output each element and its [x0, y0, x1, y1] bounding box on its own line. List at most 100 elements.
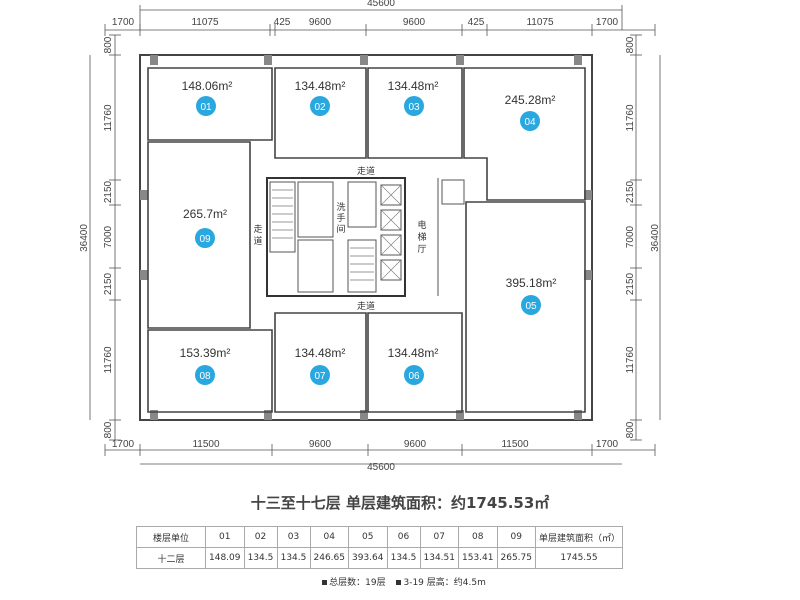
unit-badge — [520, 111, 540, 131]
unit-badge — [521, 295, 541, 315]
unit-number: 01 — [200, 102, 212, 113]
unit-area: 134.48m² — [388, 346, 439, 360]
floor-height-note: 3-19 层高：约4.5m — [403, 578, 486, 588]
table-header-cell: 03 — [276, 526, 311, 548]
dim-top-seg: 1700 — [112, 17, 135, 28]
dim-right-seg: 800 — [625, 421, 636, 438]
unit-06: 134.48m² 06 — [388, 346, 439, 385]
unit-area: 148.06m² — [182, 79, 233, 93]
corridor-label-left-1: 走 — [253, 224, 262, 235]
unit-01: 148.06m² 01 — [182, 79, 233, 116]
unit-badge — [404, 96, 424, 116]
table-cell: 246.65 — [309, 547, 349, 569]
dimension-right: 36400 800 11760 2150 7000 2150 11760 800 — [625, 34, 661, 441]
unit-badge — [195, 365, 215, 385]
unit-08: 153.39m² 08 — [180, 346, 231, 385]
unit-badge — [196, 96, 216, 116]
dimension-bottom: 1700 11500 9600 9600 11500 1700 45600 — [104, 439, 656, 470]
dim-right-seg: 800 — [625, 36, 636, 53]
unit-area: 134.48m² — [295, 346, 346, 360]
table-cell: 393.64 — [348, 547, 388, 569]
dim-top-seg: 9600 — [403, 17, 426, 28]
corridor-label-top: 走道 — [357, 165, 375, 177]
dim-left-seg: 2150 — [103, 272, 114, 295]
unit-07: 134.48m² 07 — [295, 346, 346, 385]
dimension-left: 36400 800 11760 2150 7000 2150 11760 800 — [79, 34, 121, 441]
corridor-label-left-2: 道 — [253, 235, 262, 247]
dim-top-seg: 425 — [274, 17, 291, 28]
table-cell: 134.51 — [419, 547, 459, 569]
dim-right-total: 36400 — [650, 224, 661, 252]
dim-top-total: 45600 — [367, 0, 395, 9]
unit-badge — [310, 365, 330, 385]
unit-number: 05 — [525, 301, 537, 312]
table-cell: 134.5 — [386, 547, 421, 569]
unit-number: 09 — [199, 234, 211, 245]
unit-number: 04 — [524, 117, 536, 128]
unit-number: 07 — [314, 371, 326, 382]
bullet-square-icon — [396, 580, 402, 585]
dim-top-seg: 9600 — [309, 17, 332, 28]
table-header-cell: 08 — [458, 526, 498, 548]
unit-area: 265.7m² — [183, 207, 227, 221]
washroom-label-3: 间 — [336, 223, 345, 235]
dim-left-seg: 7000 — [103, 225, 114, 248]
table-cell: 265.75 — [496, 547, 536, 569]
elevator-hall-label-3: 厅 — [417, 244, 426, 255]
dimension-top: 45600 1700 11075 425 9600 9600 425 11075… — [104, 0, 656, 36]
dim-left-seg: 800 — [103, 421, 114, 438]
dim-top-seg: 1700 — [596, 17, 619, 28]
unit-area: 153.39m² — [180, 346, 231, 360]
table-header-cell: 02 — [243, 526, 278, 548]
floor-area-summary-title: 十三至十七层 单层建筑面积：约1745.53㎡ — [250, 494, 550, 512]
dim-bottom-seg: 11500 — [192, 439, 220, 450]
unit-number: 03 — [408, 102, 420, 113]
room-walls — [147, 67, 586, 413]
unit-number: 06 — [408, 371, 420, 382]
table-cell: 134.5 — [276, 547, 311, 569]
unit-badge — [195, 228, 215, 248]
table-cell: 153.41 — [458, 547, 498, 569]
dim-right-seg: 2150 — [625, 272, 636, 295]
unit-number: 08 — [199, 371, 211, 382]
table-cell: 134.5 — [243, 547, 278, 569]
floor-plan: 45600 1700 11075 425 9600 9600 425 11075… — [79, 0, 661, 470]
washroom-label-1: 洗 — [336, 201, 345, 213]
dim-bottom-seg: 11500 — [501, 439, 529, 450]
dim-bottom-total: 45600 — [367, 462, 395, 470]
table-cell: 148.09 — [205, 547, 245, 569]
total-floors-note: 总层数：19层 — [329, 578, 386, 588]
dim-top-seg: 11075 — [526, 17, 554, 28]
dim-top-seg: 11075 — [191, 17, 219, 28]
dim-bottom-seg: 9600 — [309, 439, 332, 450]
unit-09: 265.7m² 09 — [183, 207, 227, 248]
table-header-cell: 楼层单位 — [136, 526, 206, 548]
unit-area: 245.28m² — [505, 93, 556, 107]
table-header-cell: 07 — [419, 526, 459, 548]
table-header-cell: 06 — [386, 526, 421, 548]
dim-right-seg: 7000 — [625, 225, 636, 248]
dim-left-total: 36400 — [79, 224, 90, 252]
table-header-cell: 01 — [205, 526, 245, 548]
dim-right-seg: 11760 — [625, 104, 636, 132]
unit-area: 395.18m² — [506, 276, 557, 290]
unit-04: 245.28m² 04 — [505, 93, 556, 131]
dim-left-seg: 11760 — [103, 346, 114, 374]
building-outline — [139, 54, 593, 421]
dim-right-seg: 2150 — [625, 180, 636, 203]
dim-left-seg: 11760 — [103, 104, 114, 132]
dim-left-seg: 800 — [103, 36, 114, 53]
unit-area: 134.48m² — [388, 79, 439, 93]
dim-bottom-seg: 1700 — [112, 439, 135, 450]
unit-03: 134.48m² 03 — [388, 79, 439, 116]
unit-area: 134.48m² — [295, 79, 346, 93]
elevator-hall-label-2: 梯 — [417, 231, 426, 243]
dim-right-seg: 11760 — [625, 346, 636, 374]
unit-number: 02 — [314, 102, 326, 113]
unit-badge — [404, 365, 424, 385]
unit-badge — [310, 96, 330, 116]
table-header-row: 楼层单位 01 02 03 04 05 06 07 08 09 单层建筑面积（㎡… — [136, 526, 623, 548]
washroom-label-2: 手 — [336, 212, 345, 224]
unit-02: 134.48m² 02 — [295, 79, 346, 116]
elevator-hall-label-1: 电 — [417, 219, 426, 231]
